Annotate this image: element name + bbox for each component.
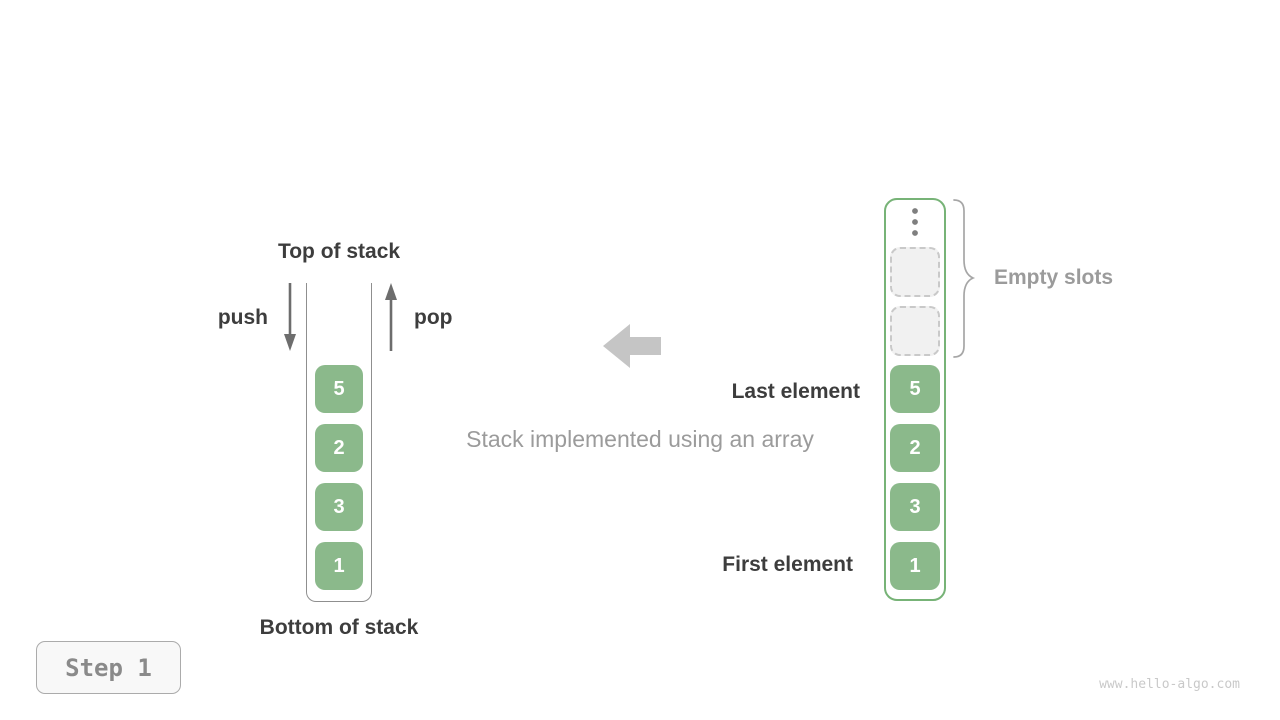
empty-slot bbox=[890, 306, 940, 356]
pop-up-arrow-icon bbox=[382, 281, 400, 358]
bottom-of-stack-label: Bottom of stack bbox=[259, 616, 419, 639]
array-cell: 1 bbox=[890, 542, 940, 590]
push-label: push bbox=[217, 306, 268, 329]
push-down-arrow-icon bbox=[281, 281, 299, 358]
empty-slot bbox=[890, 247, 940, 297]
stack-cell: 1 bbox=[315, 542, 363, 590]
curly-brace-icon bbox=[951, 198, 977, 365]
array-cell: 2 bbox=[890, 424, 940, 472]
stack-cell: 5 bbox=[315, 365, 363, 413]
step-badge-label: Step 1 bbox=[65, 653, 152, 682]
array-cell: 3 bbox=[890, 483, 940, 531]
empty-slots-label: Empty slots bbox=[994, 266, 1114, 289]
array-cell: 5 bbox=[890, 365, 940, 413]
watermark: www.hello-algo.com bbox=[1099, 677, 1240, 692]
stack-cell: 3 bbox=[315, 483, 363, 531]
last-element-label: Last element bbox=[731, 380, 860, 403]
first-element-label: First element bbox=[722, 553, 853, 576]
stack-cell: 2 bbox=[315, 424, 363, 472]
pop-label: pop bbox=[414, 306, 453, 329]
step-badge: Step 1 bbox=[36, 641, 181, 694]
figure-caption: Stack implemented using an array bbox=[466, 426, 814, 452]
top-of-stack-label: Top of stack bbox=[277, 240, 401, 263]
left-block-arrow-icon bbox=[603, 321, 661, 376]
vertical-ellipsis-icon bbox=[908, 206, 922, 245]
